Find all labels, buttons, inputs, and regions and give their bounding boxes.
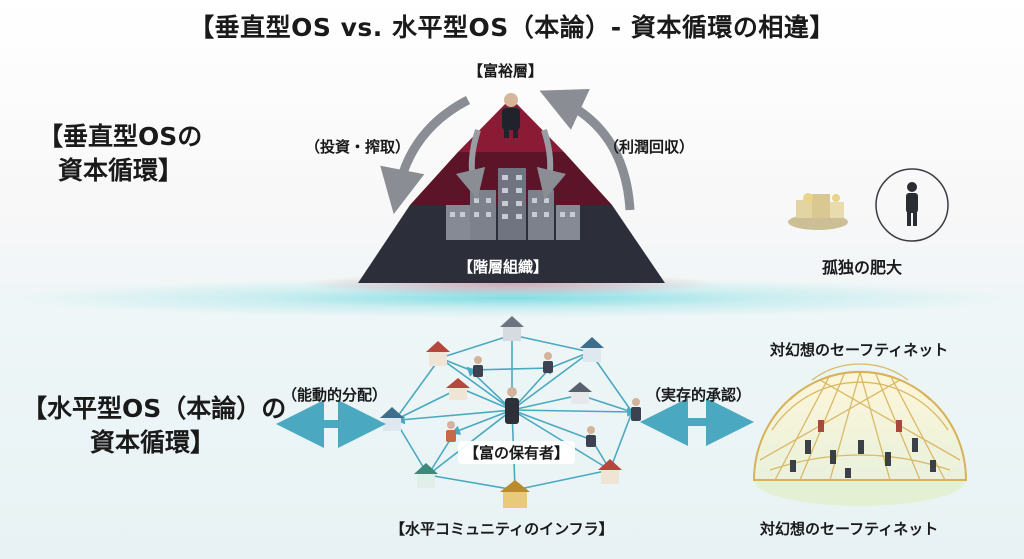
person-icon <box>631 398 641 421</box>
profit-recovery-label: （利潤回収） <box>604 138 695 156</box>
person-icon <box>446 421 456 442</box>
lone-person-icon <box>875 168 949 242</box>
existential-recognition-label: （実存的承認） <box>646 386 752 404</box>
house-icon <box>500 480 530 508</box>
gold-pile-icon <box>788 193 848 230</box>
person-icon <box>473 356 483 377</box>
page-title: 【垂直型OS vs. 水平型OS（本論）- 資本循環の相違】 <box>189 13 835 42</box>
wealthy-person-icon <box>502 93 520 138</box>
person-icon <box>543 352 553 373</box>
house-icon <box>580 337 604 362</box>
invest-exploit-arrow <box>380 96 471 215</box>
wealthy-class-label: 【富裕層】 <box>468 62 544 80</box>
safety-net-dome <box>752 363 968 506</box>
horizontal-section-line2: 資本循環】 <box>90 428 216 457</box>
house-icon <box>446 378 470 400</box>
house-icon <box>598 459 622 484</box>
active-distribution-label: （能動的分配） <box>282 386 388 404</box>
house-icon <box>568 382 592 404</box>
house-icon <box>500 316 524 341</box>
horizon-glow <box>0 278 1024 318</box>
vertical-section-label: 【垂直型OSの 資本循環】 <box>38 120 202 188</box>
isolation-label: 孤独の肥大 <box>822 258 903 277</box>
invest-exploit-label: （投資・搾取） <box>305 138 411 156</box>
inner-down-arrow-right <box>536 129 567 200</box>
hierarchy-org-label: 【階層組織】 <box>458 258 549 276</box>
safety-net-bottom-label: 対幻想のセーフティネット <box>760 520 939 538</box>
profit-recovery-arrow <box>539 89 635 211</box>
wealth-holder-label: 【富の保有者】 <box>458 441 576 464</box>
community-infra-label: 【水平コミュニティのインフラ】 <box>390 520 614 538</box>
safety-net-top-label: 対幻想のセーフティネット <box>770 341 949 359</box>
vertical-section-line2: 資本循環】 <box>58 156 184 185</box>
inner-down-arrow-left <box>455 129 486 200</box>
house-icon <box>426 341 450 366</box>
wealth-holder-person-icon <box>505 387 519 424</box>
vertical-section-line1: 【垂直型OSの <box>38 122 203 151</box>
pyramid-base-tier <box>358 205 665 283</box>
house-icon <box>380 407 404 431</box>
person-icon <box>586 426 596 447</box>
horizontal-section-line1: 【水平型OS（本論）の <box>22 394 287 423</box>
house-icon <box>414 463 438 488</box>
horizontal-section-label: 【水平型OS（本論）の 資本循環】 <box>22 392 286 460</box>
